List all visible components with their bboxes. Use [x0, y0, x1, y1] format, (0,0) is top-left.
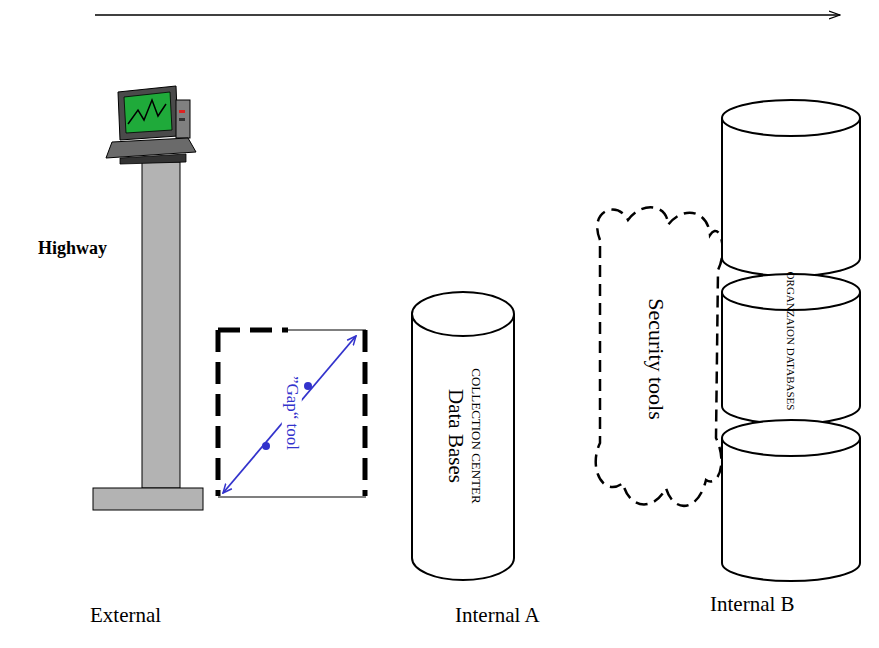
text-group: ”Gap“ tool [282, 374, 302, 452]
node-text: Security tools [643, 298, 668, 420]
node-text: COLLECTION CENTER [468, 368, 483, 503]
gap-tool-box: ”Gap“ tool [218, 328, 366, 498]
highway-base [93, 488, 203, 510]
highway-label: Highway [38, 238, 107, 259]
highway-pole [142, 162, 180, 488]
zone-label: External [90, 603, 161, 628]
zone-label: Internal A [455, 603, 540, 628]
direction-arrow [95, 14, 840, 16]
database-stack: ORGANZAION DATABASES [720, 98, 862, 583]
computer-icon [106, 86, 196, 164]
node-text: Data Bases [443, 368, 467, 503]
security-cloud: Security tools [588, 200, 724, 518]
text-group: COLLECTION CENTERData Bases [443, 368, 482, 503]
collection-cylinder: COLLECTION CENTERData Bases [410, 290, 516, 582]
text-group: ORGANZAION DATABASES [785, 271, 798, 410]
text-group: Security tools [643, 298, 668, 420]
zone-label: Internal B [710, 592, 795, 617]
node-text: ORGANZAION DATABASES [785, 271, 798, 410]
node-text: ”Gap“ tool [282, 374, 302, 452]
